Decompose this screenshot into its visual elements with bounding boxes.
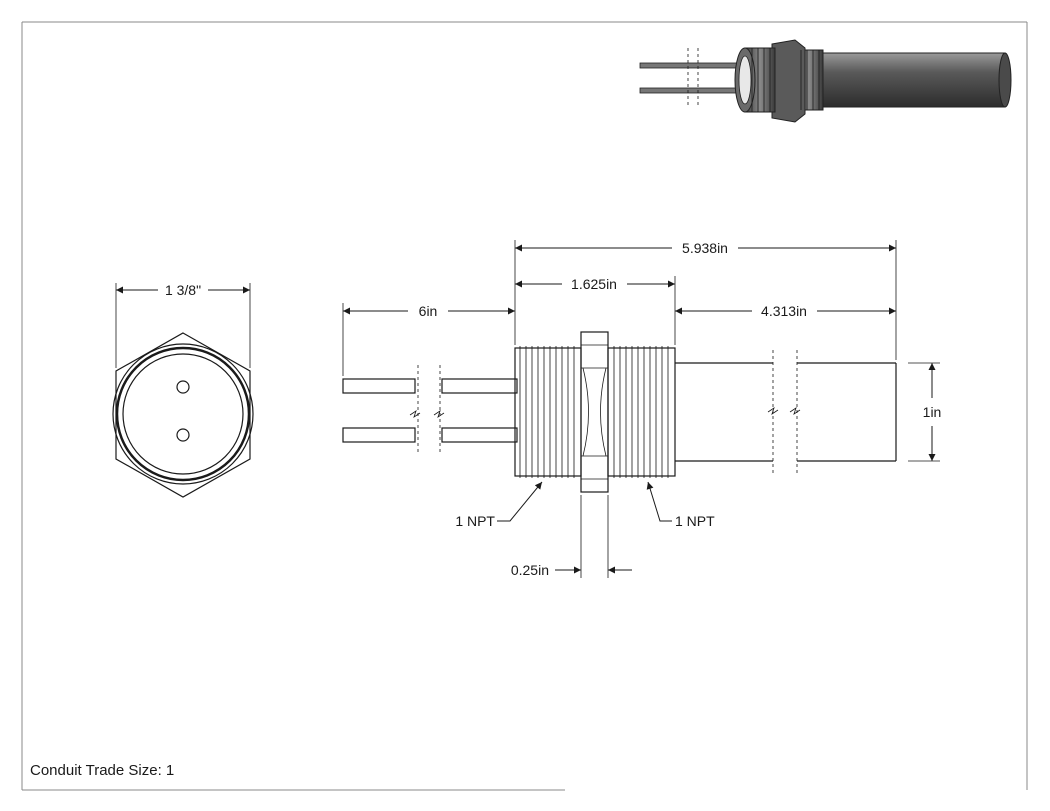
isometric-view (639, 39, 1012, 123)
sheet-border (21, 21, 1028, 791)
dim-nut (555, 495, 632, 578)
fitting-length-label: 1.625in (571, 276, 617, 292)
tube-diameter-label: 1in (923, 404, 942, 420)
thread-right-label: 1 NPT (675, 513, 715, 529)
hex-dimension-label: 1 3/8" (165, 282, 201, 298)
thread-callouts (497, 481, 672, 522)
dim-lead (342, 303, 515, 376)
overall-length-label: 5.938in (682, 240, 728, 256)
dim-diameter (908, 362, 940, 462)
conduit-size-note: Conduit Trade Size: 1 (30, 762, 174, 779)
lead-length-label: 6in (419, 303, 438, 319)
nut-thickness-label: 0.25in (511, 562, 549, 578)
side-view (342, 331, 897, 493)
tube-length-label: 4.313in (761, 303, 807, 319)
dim-overall (514, 240, 897, 360)
end-view (112, 283, 254, 498)
thread-left-label: 1 NPT (455, 513, 495, 529)
